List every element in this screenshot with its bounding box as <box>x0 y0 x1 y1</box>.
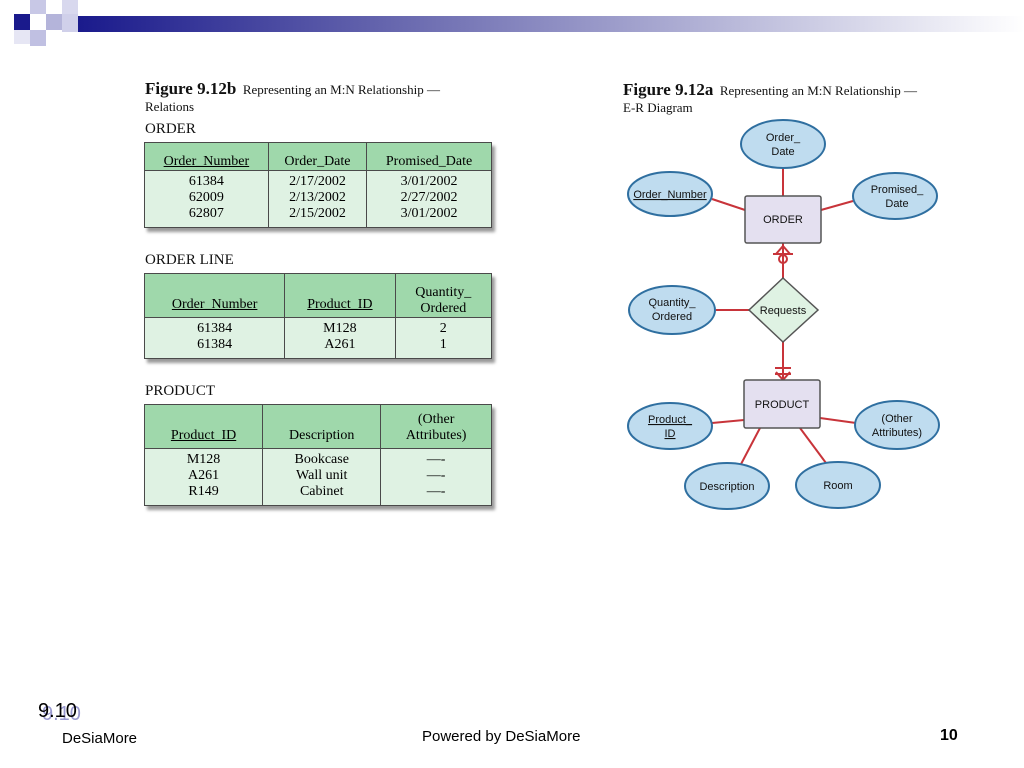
column-header: Order_Date <box>267 142 368 171</box>
column-header: Quantity_Ordered <box>394 273 493 318</box>
requests-relationship <box>747 276 820 344</box>
attribute-label: Order_Number <box>633 189 707 201</box>
column-header: Order_Number <box>144 142 269 171</box>
room-attribute <box>795 461 881 509</box>
table-cell: —-—-—- <box>380 448 492 506</box>
figure-caption: Representing an M:N Relationship — <box>719 83 917 98</box>
section-number: 9.10 9.10 <box>38 700 81 726</box>
attribute-label: Description <box>699 481 754 493</box>
column-header: Description <box>262 404 382 449</box>
slide-header-decoration <box>14 0 1024 46</box>
description-attribute <box>684 462 770 510</box>
order-number-attribute <box>627 171 713 217</box>
footer-author: DeSiaMore <box>62 730 138 747</box>
order-line-table: Order_Number Product_ID Quantity_Ordered… <box>143 273 493 359</box>
attribute-label: ID <box>665 428 676 440</box>
order-date-attribute <box>740 119 826 169</box>
relationship-label: Requests <box>760 305 807 317</box>
figure-caption-line2: Relations <box>145 99 195 114</box>
attribute-label: Date <box>885 198 908 210</box>
figure-caption: Representing an M:N Relationship — <box>242 82 440 97</box>
attribute-label: Ordered <box>652 311 692 323</box>
order-table: Order_Number Order_Date Promised_Date 61… <box>144 142 492 228</box>
attribute-label: Room <box>823 480 852 492</box>
product-entity-label: PRODUCT <box>755 399 810 411</box>
attribute-label: (Other <box>881 413 913 425</box>
other-attributes-attribute <box>854 400 940 450</box>
page-number: 10 <box>940 727 958 744</box>
figure-caption-line2: E-R Diagram <box>623 100 693 115</box>
column-header: Promised_Date <box>366 142 492 171</box>
attribute-label: Product_ <box>648 414 693 426</box>
figure-number: Figure 9.12b <box>145 79 237 98</box>
column-header: Product_ID <box>143 404 264 449</box>
attribute-label: Date <box>771 146 794 158</box>
order-line-table-label: ORDER LINE <box>145 252 234 268</box>
product-entity <box>743 379 821 429</box>
figure-9-12b-title: Figure 9.12b Representing an M:N Relatio… <box>145 80 505 115</box>
figure-9-12a-title: Figure 9.12a Representing an M:N Relatio… <box>623 81 983 116</box>
attribute-label: Order_ <box>766 132 801 144</box>
section-number-text: 9.10 <box>38 700 77 722</box>
footer-powered-by: Powered by DeSiaMore <box>422 728 581 745</box>
column-header: Order_Number <box>143 273 286 318</box>
connector-lines <box>711 168 857 467</box>
attribute-label: Promised_ <box>871 184 924 196</box>
attribute-label: Quantity_ <box>648 297 696 309</box>
order-table-label: ORDER <box>145 121 196 137</box>
section-number-shadow: 9.10 <box>42 703 81 725</box>
quantity-ordered-attribute <box>628 285 716 335</box>
product-id-attribute <box>627 402 713 450</box>
figure-number: Figure 9.12a <box>623 80 714 99</box>
attribute-label: Attributes) <box>872 427 922 439</box>
order-entity-label: ORDER <box>763 214 803 226</box>
column-header: Product_ID <box>284 273 396 318</box>
product-table-label: PRODUCT <box>145 383 216 399</box>
promised-date-attribute <box>852 172 938 220</box>
order-entity <box>744 195 822 244</box>
